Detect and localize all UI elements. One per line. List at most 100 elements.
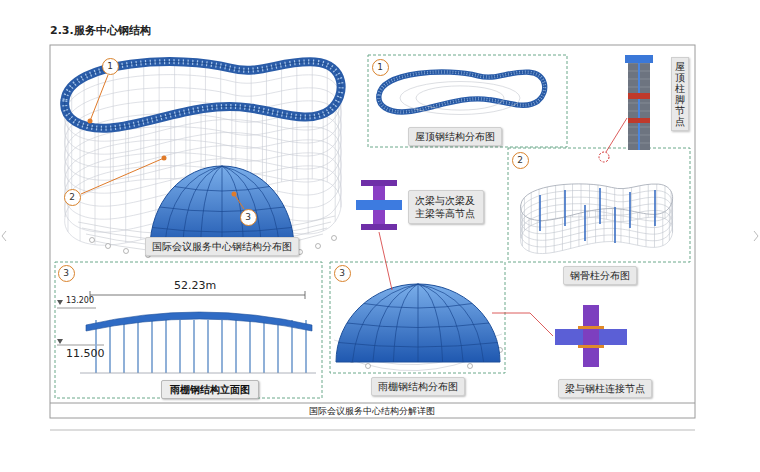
- wall-grid-line: [251, 70, 252, 187]
- roof-grid: [400, 82, 520, 115]
- wall-grid-line: [648, 184, 649, 217]
- dome-rib: [418, 284, 463, 362]
- dome-rib: [222, 166, 280, 248]
- roof-grid: [416, 86, 504, 110]
- axis-bubble: [106, 244, 111, 249]
- axis-bubble: [366, 364, 371, 369]
- caption-box: 钢骨柱分布图: [563, 266, 637, 285]
- leader-lines: [81, 75, 244, 209]
- caption-box: 次梁与次梁及主梁等高节点: [408, 190, 484, 224]
- canopy-column: [123, 320, 125, 373]
- canopy-column: [137, 320, 139, 373]
- wall-grid-line: [71, 86, 72, 203]
- column-body: [628, 55, 650, 150]
- floor-contour: [521, 210, 673, 247]
- canopy-column: [277, 320, 279, 373]
- secondary-beam-node: [356, 180, 402, 230]
- dome-hoop: [364, 304, 472, 309]
- outer-frame: [50, 45, 695, 418]
- wall-grid-line: [589, 184, 590, 217]
- wall-grid-line: [174, 62, 175, 179]
- column-illustration: [521, 55, 673, 254]
- node-text: 梁与钢柱连接节点: [565, 382, 645, 395]
- wall-grid-line: [531, 192, 532, 225]
- canopy-column: [207, 320, 209, 373]
- dome-hoop: [347, 323, 489, 328]
- leader-line: [90, 75, 108, 121]
- wall-grid-line: [570, 215, 571, 248]
- dome-hoop: [152, 228, 291, 233]
- floor-contour: [521, 197, 673, 234]
- canopy-column: [179, 320, 181, 373]
- canopy-illustration: [334, 284, 503, 371]
- panels: [55, 55, 690, 398]
- column-core: [638, 55, 640, 150]
- wall-grid-line: [554, 219, 555, 252]
- steel-column: [599, 188, 601, 224]
- caption-rule: [50, 403, 695, 404]
- column-band: [628, 118, 650, 123]
- canopy-column: [263, 320, 265, 373]
- canopy-column: [109, 320, 111, 373]
- callout-number: 3: [334, 265, 351, 282]
- node-text: 国际会议服务中心钢结构分布图: [152, 240, 292, 253]
- dimension-label: 52.23m: [174, 279, 216, 292]
- leader-line: [81, 158, 164, 194]
- floor-contour: [521, 217, 673, 254]
- canopy-column: [249, 320, 251, 373]
- wall-grid-line: [555, 185, 556, 218]
- wall-grid-line: [547, 187, 548, 220]
- callout-number: 3: [240, 209, 257, 226]
- wall-grid-line: [80, 124, 81, 241]
- wall-grid-line: [671, 191, 672, 224]
- wall-grid-line: [190, 62, 191, 179]
- level-marker: [57, 339, 63, 344]
- dome-rib: [418, 284, 419, 362]
- wall-grid-line: [612, 209, 613, 242]
- callout-number: 1: [372, 59, 389, 76]
- canopy-column: [221, 320, 223, 373]
- canopy-column: [165, 320, 167, 373]
- wall-grid-line: [662, 213, 663, 246]
- frame: [2, 45, 758, 430]
- wall-grid-line: [646, 214, 647, 247]
- column: [583, 305, 599, 367]
- axis-bubble: [124, 249, 129, 254]
- node-text: 3: [245, 212, 251, 222]
- steel-column: [539, 195, 541, 231]
- dome-rib: [200, 166, 222, 248]
- level-label: 11.500: [66, 347, 105, 360]
- wall-grid-line: [281, 65, 282, 182]
- callout-number: 1: [102, 58, 119, 75]
- wall-grid-line: [595, 210, 596, 243]
- wall-grid-line: [620, 209, 621, 242]
- wall-grid-line: [110, 128, 111, 245]
- roof-illustration: [379, 72, 545, 115]
- wall-grid-line: [606, 186, 607, 219]
- elevation-illustration: [57, 291, 316, 373]
- node-text: 雨棚钢结构分布图: [378, 380, 458, 393]
- dome: [336, 284, 500, 362]
- stiffener: [578, 345, 604, 348]
- nav-chevron: [754, 231, 758, 241]
- detail-marker: [599, 152, 609, 162]
- main-illustration: [65, 62, 341, 258]
- wall-grid-line: [604, 209, 605, 242]
- panel-border: [368, 55, 567, 147]
- dimension-line: [90, 295, 305, 296]
- dome-rib: [418, 284, 484, 362]
- dome-rib: [222, 166, 262, 248]
- page-title: 2.3.服务中心钢结构: [50, 23, 151, 38]
- wall-grid-line: [522, 213, 523, 246]
- dome-rib: [393, 284, 418, 362]
- illustration-part: [521, 184, 673, 254]
- wall-grid-line: [84, 77, 85, 194]
- wall-grid-line: [529, 218, 530, 251]
- leader-dot: [162, 156, 167, 161]
- panel-border: [508, 148, 690, 262]
- wall-grid-line: [572, 184, 573, 217]
- callout-number: 3: [58, 265, 75, 282]
- dome-rib: [352, 284, 418, 362]
- wall-grid-line: [220, 66, 221, 183]
- dome-rib: [373, 284, 418, 362]
